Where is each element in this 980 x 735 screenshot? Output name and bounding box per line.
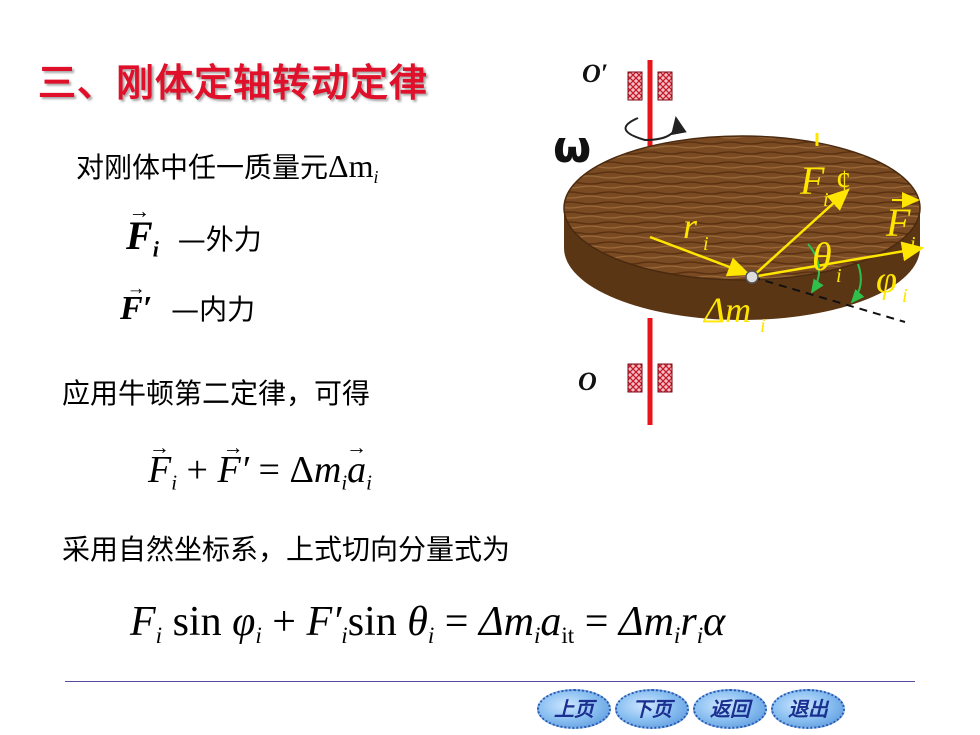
eq2-sin1: sin — [172, 599, 222, 645]
intro-line: 对刚体中任一质量元Δmi — [76, 146, 378, 188]
external-force-label: —外力 — [177, 223, 262, 256]
footer-divider — [65, 681, 915, 682]
eq2-radius: r — [680, 599, 697, 645]
intro-sub: i — [373, 167, 379, 188]
internal-force-sub: i — [823, 189, 829, 211]
eq2-f2: F′ — [306, 599, 342, 645]
disk-top — [563, 135, 921, 281]
eq2-equals-1: = — [444, 599, 469, 645]
external-force-symbol: F — [126, 212, 153, 259]
eq1-force-int: F′ — [217, 448, 249, 492]
eq2-delta-mass-1: Δm — [478, 599, 534, 645]
eq2-alpha: α — [703, 599, 726, 645]
eq2-theta: θ — [407, 599, 428, 645]
equation-tangential: Fi sin φi + F′isin θi = Δmiait = Δmiriα — [130, 598, 725, 649]
bearing-bottom-left — [627, 363, 643, 393]
next-page-button[interactable]: 下页 — [615, 689, 689, 729]
equation-newton: Fi + F′ = Δmiai — [148, 448, 372, 495]
phi-sub: i — [902, 285, 908, 307]
internal-force-row: F′ —内力 — [120, 288, 255, 328]
bearing-bottom-right — [657, 363, 673, 393]
mass-sub: i — [760, 315, 766, 337]
external-force-row: Fi —外力 — [126, 212, 262, 263]
eq2-equals-2: = — [584, 599, 609, 645]
eq2-f1: F — [130, 599, 156, 645]
apply-newton-text: 应用牛顿第二定律，可得 — [62, 377, 371, 410]
eq1-plus: + — [186, 449, 208, 491]
eq2-f1-sub: i — [155, 622, 163, 649]
axis-top-label: O′ — [582, 59, 608, 88]
mass-label: Δm — [702, 290, 751, 330]
eq1-accel: a — [347, 448, 366, 492]
theta-angle-arc — [807, 243, 824, 294]
internal-force-symbol: F′ — [120, 290, 152, 328]
external-force-vector — [751, 241, 925, 279]
bearing-top-left — [627, 71, 643, 101]
radius-vector — [649, 235, 751, 277]
bearing-top-right — [657, 71, 673, 101]
mass-element-point — [745, 270, 759, 284]
eq2-phi-sub: i — [255, 622, 262, 649]
internal-force-mark: ¢ — [836, 164, 851, 197]
eq1-force-ext-sub: i — [171, 470, 178, 495]
back-button[interactable]: 返回 — [693, 689, 767, 729]
axis-bottom-label: O — [578, 367, 597, 396]
eq2-accel-sub: it — [561, 622, 575, 649]
exit-button[interactable]: 退出 — [771, 689, 845, 729]
eq2-theta-sub: i — [427, 622, 435, 649]
eq1-force-ext: F — [148, 448, 171, 492]
external-force-sub: i — [910, 233, 916, 255]
internal-force-label: F — [799, 158, 825, 203]
prev-page-button[interactable]: 上页 — [537, 689, 611, 729]
eq2-delta-mass-2: Δm — [618, 599, 674, 645]
rotation-arrow-icon — [624, 116, 687, 142]
eq2-sin2: sin — [347, 599, 397, 645]
rotation-diagram: O′ O ω r i F i ¢ F i θ i φ i Δm i — [553, 59, 925, 425]
intro-text: 对刚体中任一质量元 — [76, 151, 329, 184]
r-label: r — [683, 206, 698, 246]
external-force-sub: i — [152, 236, 159, 262]
omega-label: ω — [553, 122, 591, 173]
phi-label: φ — [876, 259, 897, 301]
eq2-plus: + — [272, 599, 296, 645]
eq1-mass-sub: i — [341, 470, 348, 495]
eq1-equals: = — [258, 449, 280, 491]
natural-coord-text: 采用自然坐标系，上式切向分量式为 — [62, 533, 511, 566]
eq1-delta: Δ — [289, 449, 314, 491]
internal-force-vector — [751, 188, 850, 278]
eq1-accel-sub: i — [366, 470, 372, 495]
eq2-delta-mass-2-sub: i — [673, 622, 681, 649]
eq2-f2-sub: i — [341, 622, 348, 649]
r-sub: i — [703, 233, 709, 255]
external-force-label: F — [885, 200, 911, 245]
radius-extension-line — [751, 276, 906, 323]
theta-label: θ — [812, 234, 832, 279]
eq2-accel: a — [540, 599, 562, 645]
phi-angle-arc — [850, 263, 865, 304]
intro-delta-mass: Δm — [328, 148, 374, 184]
eq2-delta-mass-1-sub: i — [533, 622, 541, 649]
eq2-radius-sub: i — [696, 622, 704, 649]
theta-sub: i — [836, 265, 842, 287]
eq2-phi: φ — [232, 599, 256, 645]
internal-force-label: —内力 — [171, 293, 256, 326]
eq1-mass: m — [313, 449, 342, 491]
page-title: 三、刚体定轴转动定律 — [38, 61, 429, 105]
